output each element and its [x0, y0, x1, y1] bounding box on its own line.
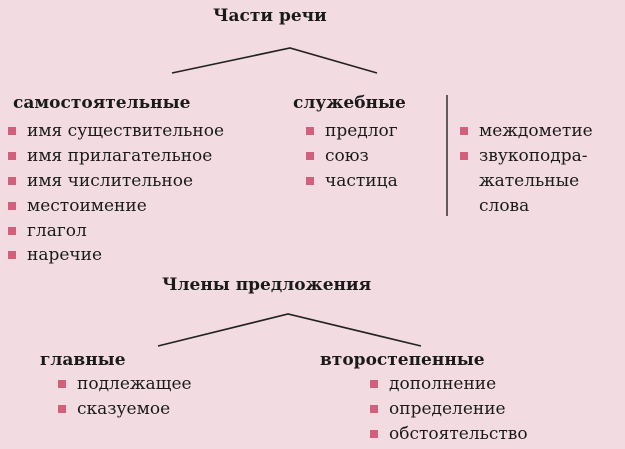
bullet-icon [460, 127, 468, 135]
bullet-icon [306, 152, 314, 160]
list-item: имя числительное [8, 171, 193, 191]
independent-heading: самостоятельные [13, 93, 191, 113]
parts-title: Части речи [213, 6, 327, 26]
list-item: звукоподра- [460, 146, 588, 166]
list-item: подлежащее [58, 374, 192, 394]
bullet-icon [58, 405, 66, 413]
bullet-icon [8, 127, 16, 135]
list-item: наречие [8, 245, 102, 265]
bullet-icon [58, 380, 66, 388]
main-heading: главные [40, 350, 126, 370]
auxiliary-heading: служебные [293, 93, 406, 113]
list-item: союз [306, 146, 369, 166]
members-branch-line [157, 313, 422, 347]
bullet-icon [460, 152, 468, 160]
bullet-icon [8, 202, 16, 210]
list-item-continuation: жательные [479, 171, 580, 191]
list-item: глагол [8, 221, 87, 241]
secondary-heading: второстепенные [320, 350, 485, 370]
bullet-icon [8, 177, 16, 185]
bullet-icon [370, 430, 378, 438]
list-item: предлог [306, 121, 398, 141]
list-item: сказуемое [58, 399, 170, 419]
members-title: Члены предложения [162, 275, 372, 295]
bullet-icon [8, 227, 16, 235]
bullet-icon [8, 152, 16, 160]
list-item: междометие [460, 121, 593, 141]
bullet-icon [8, 251, 16, 259]
list-item: имя существительное [8, 121, 224, 141]
list-item: местоимение [8, 196, 147, 216]
list-item: имя прилагательное [8, 146, 212, 166]
list-item: обстоятельство [370, 424, 528, 444]
list-item: дополнение [370, 374, 496, 394]
list-item: частица [306, 171, 398, 191]
parts-branch-line [171, 47, 378, 74]
list-item: определение [370, 399, 506, 419]
bullet-icon [370, 405, 378, 413]
list-item-continuation: слова [479, 196, 530, 216]
bullet-icon [370, 380, 378, 388]
bullet-icon [306, 177, 314, 185]
bullet-icon [306, 127, 314, 135]
